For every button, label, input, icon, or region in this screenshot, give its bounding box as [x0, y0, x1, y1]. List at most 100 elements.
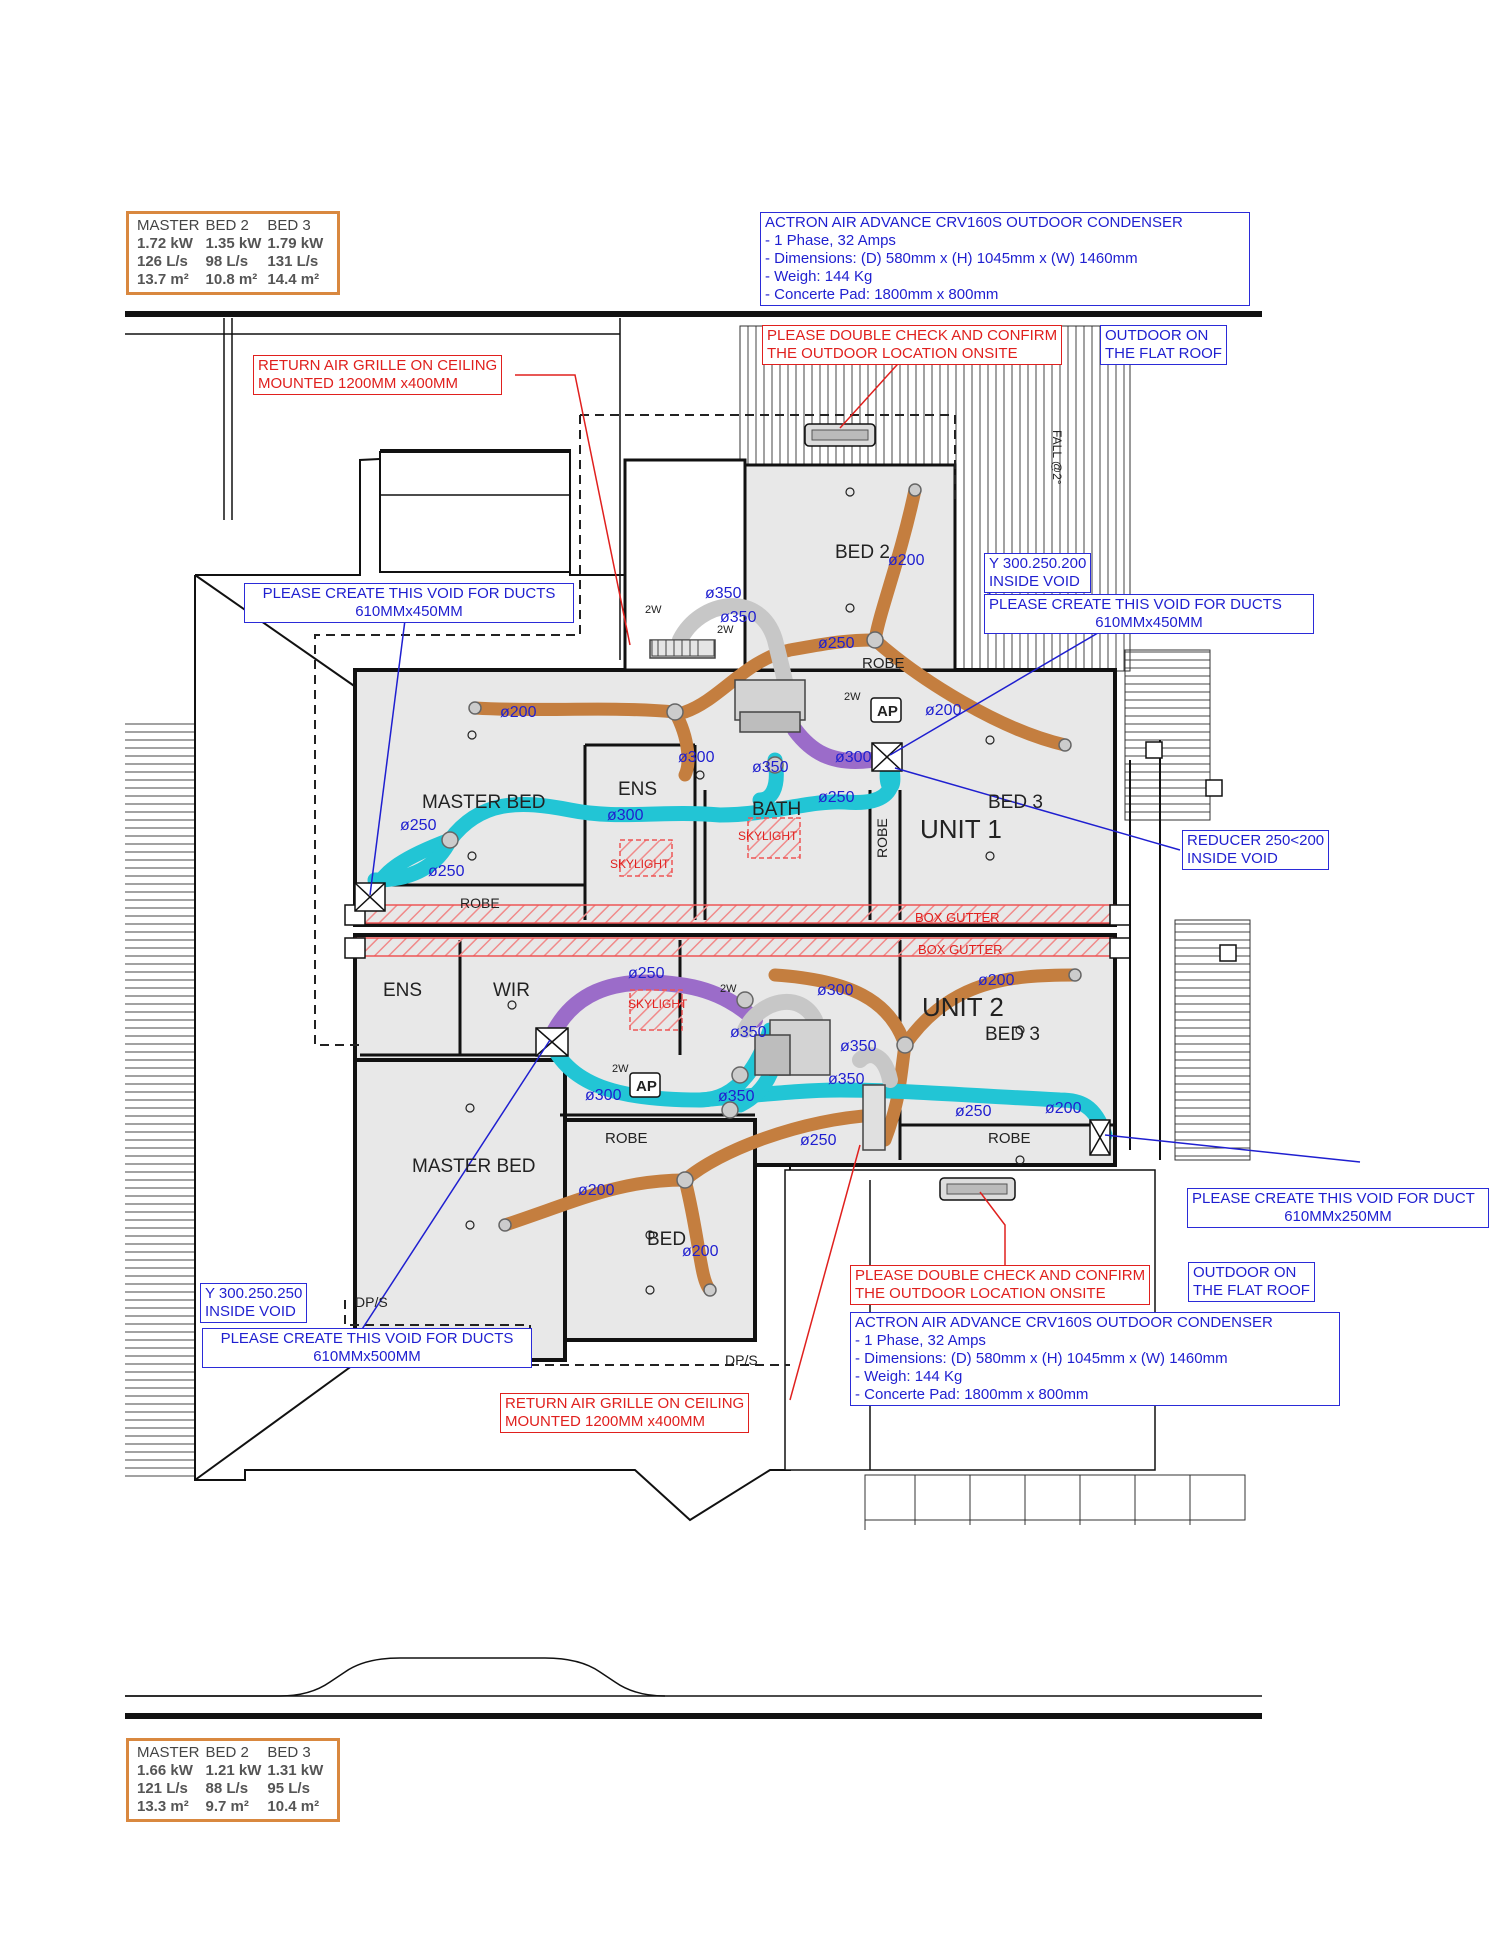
schedule-cell: 131 L/s — [267, 253, 319, 270]
schedule-cell: 9.7 m² — [205, 1798, 249, 1815]
ducts-purple — [542, 722, 878, 1048]
outdoor-condensers — [804, 423, 1016, 1201]
fall-label: FALL @2° — [1050, 430, 1064, 485]
void-note-left-bottom: PLEASE CREATE THIS VOID FOR DUCTS 610MMx… — [202, 1328, 532, 1368]
void-note-right-top: PLEASE CREATE THIS VOID FOR DUCTS 610MMx… — [984, 594, 1314, 634]
note-line: - Dimensions: (D) 580mm x (H) 1045mm x (… — [855, 1350, 1228, 1367]
duct-size-label: ø200 — [888, 552, 925, 569]
note-line: THE OUTDOOR LOCATION ONSITE — [767, 345, 1018, 362]
note-line: PLEASE DOUBLE CHECK AND CONFIRM — [767, 327, 1058, 344]
note-line: - Concerte Pad: 1800mm x 800mm — [765, 286, 999, 303]
switch-label-1: 2W — [645, 604, 662, 616]
duct-size-label: ø300 — [585, 1087, 622, 1104]
schedule-cell: 1.66 kW — [137, 1762, 193, 1779]
skylight-label-3: SKYLIGHT — [628, 997, 688, 1011]
box-gutter-label-1: BOX GUTTER — [915, 910, 1000, 925]
outdoor-roof-note-bottom: OUTDOOR ON THE FLAT ROOF — [1188, 1262, 1315, 1302]
schedule-cell: 14.4 m² — [267, 271, 320, 288]
note-line: - Weigh: 144 Kg — [765, 268, 873, 285]
ducts-brown — [468, 483, 1082, 1297]
return-grille-note-top: RETURN AIR GRILLE ON CEILING MOUNTED 120… — [253, 355, 503, 395]
load-schedule-top: MASTER BED 2 BED 3 1.72 kW 1.35 kW 1.79 … — [126, 211, 341, 295]
duct-size-label: ø300 — [678, 749, 715, 766]
room-labels: BED 2 MASTER BED ENS BATH BED 3 UNIT 1 R… — [355, 430, 1064, 1368]
note-line: OUTDOOR ON — [1105, 327, 1209, 344]
dps-label-1: DP/S — [355, 1294, 388, 1310]
room-label-bed3-top: BED 3 — [988, 792, 1043, 813]
y-fitting-note-top: Y 300.250.200 INSIDE VOID — [984, 553, 1092, 593]
duct-size-label: ø200 — [578, 1182, 615, 1199]
note-line: RETURN AIR GRILLE ON CEILING — [258, 357, 498, 374]
note-line: RETURN AIR GRILLE ON CEILING — [505, 1395, 745, 1412]
check-location-note-bottom: PLEASE DOUBLE CHECK AND CONFIRM THE OUTD… — [850, 1265, 1151, 1305]
duct-size-label: ø200 — [500, 704, 537, 721]
room-label-bed3-bottom: BED 3 — [985, 1024, 1040, 1045]
duct-size-label: ø250 — [818, 789, 855, 806]
duct-size-label: ø200 — [1045, 1100, 1082, 1117]
building-walls — [344, 451, 1161, 1471]
return-grille-note-bottom: RETURN AIR GRILLE ON CEILING MOUNTED 120… — [500, 1393, 750, 1433]
schedule-header: BED 2 — [205, 217, 249, 234]
schedule-header: MASTER — [137, 1744, 200, 1761]
schedule-cell: 121 L/s — [137, 1780, 188, 1797]
note-line: PLEASE CREATE THIS VOID FOR DUCT — [1192, 1190, 1475, 1207]
note-line: PLEASE DOUBLE CHECK AND CONFIRM — [855, 1267, 1146, 1284]
note-line: PLEASE CREATE THIS VOID FOR DUCTS — [262, 585, 556, 602]
duct-junctions — [441, 483, 1082, 1297]
schedule-cell: 10.4 m² — [267, 1798, 320, 1815]
schedule-cell: 95 L/s — [267, 1780, 310, 1797]
room-label-bath-top: BATH — [752, 799, 801, 820]
duct-size-label: ø250 — [818, 635, 855, 652]
note-line: INSIDE VOID — [1187, 850, 1278, 867]
ap-box-top — [870, 697, 902, 723]
note-line: MOUNTED 1200MM x400MM — [258, 375, 459, 392]
outdoor-roof-note-top: OUTDOOR ON THE FLAT ROOF — [1100, 325, 1227, 365]
note-line: INSIDE VOID — [205, 1303, 296, 1320]
room-label-ens-top: ENS — [618, 779, 657, 800]
switch-label-3: 2W — [844, 691, 861, 703]
reducer-note: REDUCER 250<200 INSIDE VOID — [1182, 830, 1330, 870]
room-label-unit1: UNIT 1 — [920, 814, 1002, 844]
schedule-header: BED 3 — [267, 217, 311, 234]
schedule-cell: 126 L/s — [137, 253, 188, 270]
note-line: ACTRON AIR ADVANCE CRV160S OUTDOOR CONDE… — [855, 1314, 1273, 1331]
duct-size-label: ø250 — [400, 817, 437, 834]
skylight-label-2: SKYLIGHT — [738, 829, 798, 843]
room-label-master-top: MASTER BED — [422, 792, 546, 813]
schedule-header: BED 3 — [267, 1744, 311, 1761]
note-line: - Concerte Pad: 1800mm x 800mm — [855, 1386, 1089, 1403]
schedule-header: MASTER — [137, 217, 200, 234]
duct-size-label: ø300 — [835, 749, 872, 766]
note-line: THE FLAT ROOF — [1105, 345, 1222, 362]
note-line: PLEASE CREATE THIS VOID FOR DUCTS — [989, 596, 1282, 613]
duct-size-label: ø350 — [720, 609, 757, 626]
schedule-cell: 10.8 m² — [205, 271, 258, 288]
skylight-label-1: SKYLIGHT — [610, 857, 670, 871]
duct-size-labels: ø350 ø350 ø200 ø250 ø200 ø200 ø300 ø350 … — [400, 552, 1082, 1260]
room-label-ens-bottom: ENS — [383, 980, 422, 1001]
duct-size-label: ø350 — [752, 759, 789, 776]
schedule-cell: 1.21 kW — [205, 1762, 262, 1779]
duct-size-label: ø250 — [428, 863, 465, 880]
check-location-note-top: PLEASE DOUBLE CHECK AND CONFIRM THE OUTD… — [762, 325, 1063, 365]
duct-size-label: ø200 — [925, 702, 962, 719]
condenser-note-bottom: ACTRON AIR ADVANCE CRV160S OUTDOOR CONDE… — [850, 1312, 1340, 1406]
note-line: 610MMx250MM — [1284, 1208, 1392, 1225]
duct-size-label: ø200 — [682, 1243, 719, 1260]
room-label-robe-top-right: ROBE — [862, 655, 905, 672]
duct-size-label: ø200 — [978, 972, 1015, 989]
duct-size-label: ø350 — [828, 1071, 865, 1088]
ap-box-bottom — [629, 1072, 661, 1098]
schedule-cell: 1.31 kW — [267, 1762, 324, 1779]
duct-size-label: ø350 — [705, 585, 742, 602]
schedule-cell: 13.3 m² — [137, 1798, 189, 1815]
room-label-bed-bottom: BED — [647, 1229, 686, 1250]
duct-size-label: ø250 — [955, 1103, 992, 1120]
void-note-left-top: PLEASE CREATE THIS VOID FOR DUCTS 610MMx… — [244, 583, 574, 623]
y-fitting-note-bottom: Y 300.250.250 INSIDE VOID — [200, 1283, 308, 1323]
note-line: THE FLAT ROOF — [1193, 1282, 1310, 1299]
schedule-cell: 98 L/s — [205, 253, 249, 270]
room-label-master-bottom: MASTER BED — [412, 1156, 536, 1177]
schedule-cell: 1.72 kW — [137, 235, 193, 252]
note-line: 610MMx450MM — [1095, 614, 1203, 631]
